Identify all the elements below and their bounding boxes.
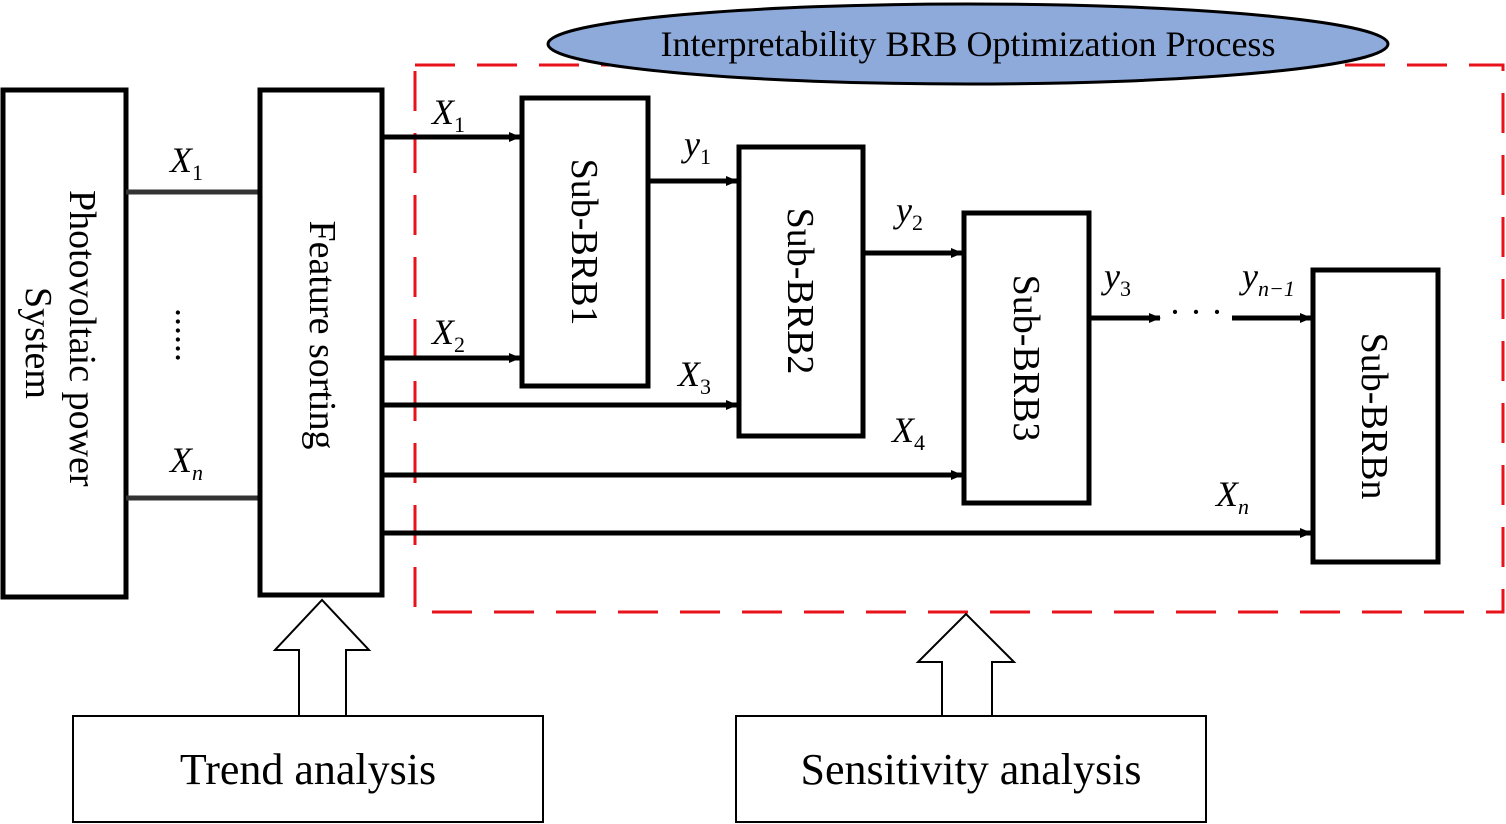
label-x3: X3 bbox=[676, 354, 711, 399]
pv-line2: System bbox=[17, 287, 59, 399]
title-text: Interpretability BRB Optimization Proces… bbox=[661, 24, 1276, 64]
pv-system-block bbox=[0, 87, 129, 600]
label-x2: X2 bbox=[430, 312, 465, 357]
feature-sorting-block bbox=[257, 87, 385, 598]
sub-brb1-block bbox=[519, 95, 651, 389]
sensitivity-analysis-label: Sensitivity analysis bbox=[801, 745, 1142, 794]
sub-brb2-block bbox=[736, 144, 866, 439]
sensitivity-up-arrow bbox=[915, 612, 1017, 716]
label-x4: X4 bbox=[890, 410, 925, 455]
trend-analysis-label: Trend analysis bbox=[180, 745, 436, 794]
sub-brb3-label: Sub-BRB3 bbox=[1005, 275, 1047, 442]
sub-brb1-label: Sub-BRB1 bbox=[563, 159, 605, 326]
output-dots: · · · bbox=[1169, 292, 1223, 332]
label-x1: X1 bbox=[430, 92, 465, 137]
pv-label-xn: Xn bbox=[168, 440, 203, 485]
sub-brbn-block bbox=[1310, 267, 1441, 565]
feature-sorting-label: Feature sorting bbox=[301, 220, 343, 449]
pv-line1: Photovoltaic power bbox=[61, 190, 103, 487]
trend-up-arrow bbox=[272, 598, 372, 716]
title-ellipse bbox=[546, 2, 1390, 86]
pv-label-x1: X1 bbox=[168, 140, 203, 185]
label-yn1: yn−1 bbox=[1239, 256, 1295, 301]
trend-analysis-box bbox=[72, 715, 544, 823]
sensitivity-analysis-box bbox=[735, 715, 1207, 823]
label-y2: y2 bbox=[893, 190, 923, 235]
label-xn: Xn bbox=[1214, 474, 1249, 519]
pv-dots: ...... bbox=[168, 308, 208, 362]
sub-brb2-label: Sub-BRB2 bbox=[779, 208, 821, 375]
sub-brb3-block bbox=[961, 210, 1092, 506]
label-y3: y3 bbox=[1101, 256, 1131, 301]
label-y1: y1 bbox=[681, 124, 711, 169]
pv-system-label: Photovoltaic power System bbox=[17, 190, 103, 496]
optimization-region bbox=[413, 63, 1505, 614]
sub-brbn-label: Sub-BRBn bbox=[1353, 333, 1395, 500]
